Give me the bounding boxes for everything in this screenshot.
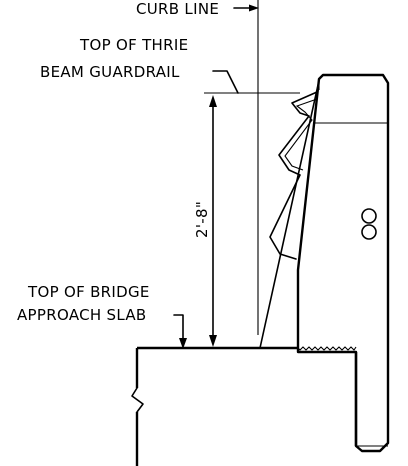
top-of-bridge-label-line1: TOP OF BRIDGE: [27, 283, 150, 301]
curb-line-label: CURB LINE: [136, 0, 219, 18]
rough-surface: [297, 346, 357, 351]
top-of-thrie-label-line1: TOP OF THRIE: [79, 36, 188, 54]
dimension-arrow-top: [209, 95, 217, 107]
guardrail-post-body: [296, 73, 390, 453]
slab-break-symbol: [131, 387, 144, 413]
bolt-hole-lower-icon: [361, 224, 377, 240]
thrie-beam-profile: [269, 91, 318, 260]
curb-line-arrowhead: [249, 4, 259, 12]
top-of-bridge-label-line2: APPROACH SLAB: [17, 306, 147, 324]
top-of-thrie-leader: [212, 70, 239, 94]
top-of-thrie-label-line2: BEAM GUARDRAIL: [40, 63, 180, 81]
top-of-bridge-arrowhead: [179, 338, 187, 349]
dimension-value: 2'-8": [193, 201, 211, 238]
post-sloped-face: [259, 84, 319, 349]
thrie-beam-inner: [284, 98, 318, 171]
dimension-arrow-bottom: [209, 335, 217, 347]
bolt-hole-upper-icon: [361, 208, 377, 224]
top-of-bridge-leader: [173, 314, 184, 345]
